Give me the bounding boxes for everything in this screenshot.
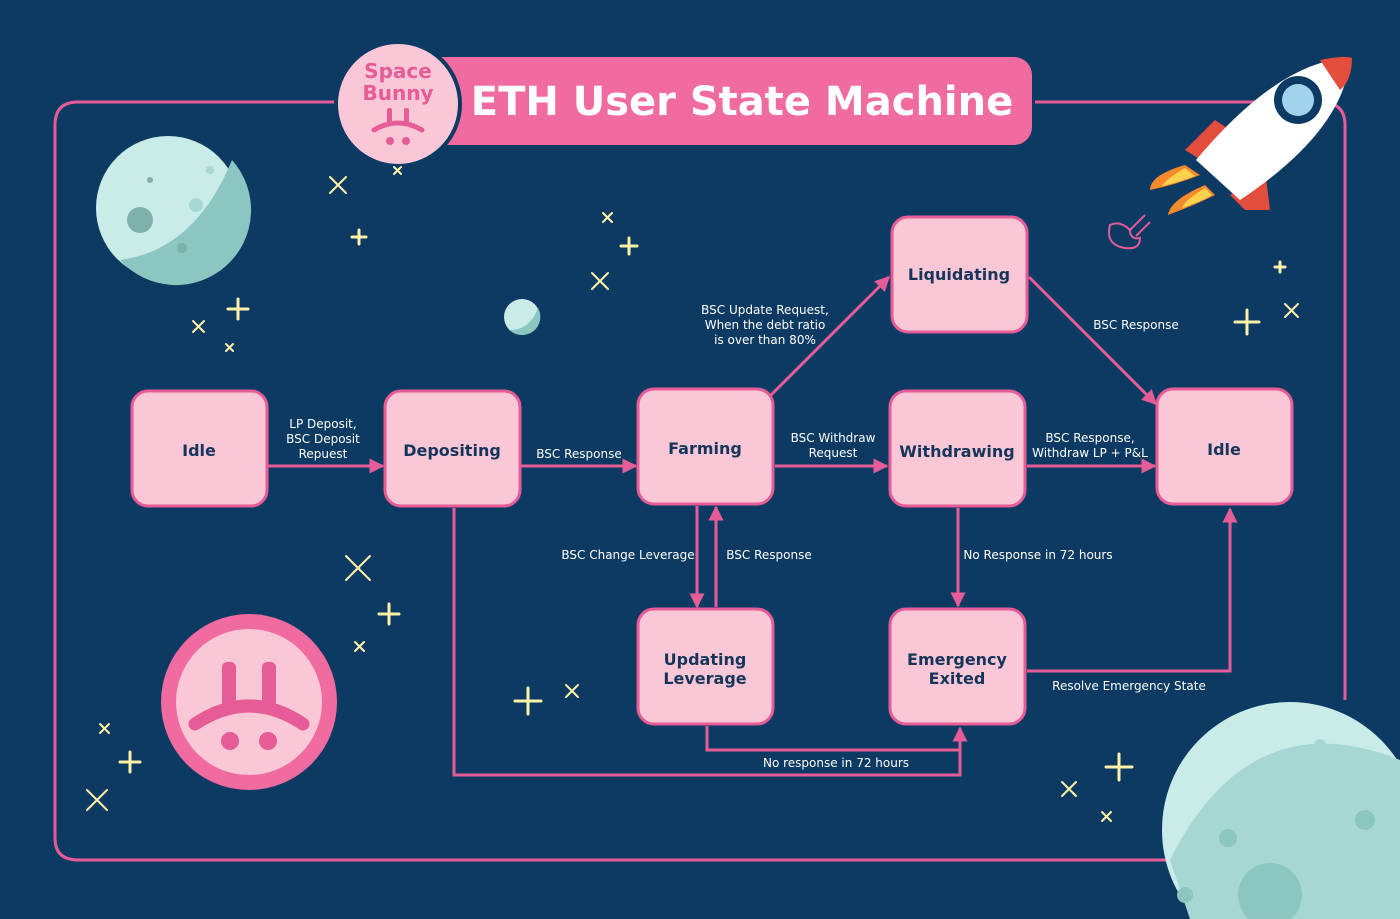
state-idle-start: Idle (130, 389, 269, 508)
state-farming: Farming (636, 387, 775, 506)
label-withdrawing-idle-1: BSC Response, (1045, 431, 1134, 445)
sparkles (118, 228, 1287, 782)
state-label-line2: Leverage (663, 669, 746, 688)
label-withdrawing-idle-2: Withdraw LP + P&L (1032, 446, 1148, 460)
state-label: Idle (182, 441, 216, 460)
label-to-emergency-timeout: No response in 72 hours (763, 756, 909, 770)
state-label-line1: Emergency (907, 650, 1008, 669)
page-title: ETH User State Machine (471, 79, 1013, 125)
label-depositing-farming: BSC Response (536, 447, 621, 461)
label-liquidating-idle: BSC Response (1093, 318, 1178, 332)
state-liquidating: Liquidating (890, 215, 1029, 334)
label-withdrawing-emergency: No Response in 72 hours (963, 548, 1112, 562)
logo-text-line2: Bunny (363, 81, 434, 105)
edge-farming-liquidating (768, 275, 891, 398)
edge-liquidating-idle (1027, 275, 1158, 406)
logo-text-line1: Space (364, 59, 432, 83)
label-farming-liquidating-3: is over than 80% (714, 333, 816, 347)
state-withdrawing: Withdrawing (888, 389, 1027, 508)
state-idle-end: Idle (1155, 387, 1294, 506)
bunny-logo-large (161, 614, 337, 790)
small-moon-icon (504, 299, 541, 335)
label-farming-liquidating-2: When the debt ratio (705, 318, 826, 332)
label-idle-depositing-2: BSC Deposit (286, 432, 360, 446)
state-label: Farming (668, 439, 742, 458)
moon-icon (96, 136, 252, 286)
label-farming-withdrawing-2: Request (809, 446, 858, 460)
state-label-line2: Exited (929, 669, 986, 688)
label-farming-updating: BSC Change Leverage (561, 548, 694, 562)
label-farming-withdrawing-1: BSC Withdraw (791, 431, 876, 445)
label-farming-liquidating-1: BSC Update Request, (701, 303, 829, 317)
state-label: Idle (1207, 440, 1241, 459)
transitions (268, 275, 1238, 777)
label-updating-farming: BSC Response (726, 548, 811, 562)
state-depositing: Depositing (383, 389, 522, 508)
state-updating-leverage: Updating Leverage (636, 607, 775, 726)
state-label-line1: Updating (664, 650, 747, 669)
state-label: Depositing (403, 441, 501, 460)
planet-icon (1162, 702, 1400, 919)
edge-updating-emergency (705, 726, 960, 752)
state-label: Withdrawing (899, 442, 1014, 461)
space-bunny-logo: Space Bunny (334, 40, 462, 168)
label-idle-depositing-1: LP Deposit, (289, 417, 356, 431)
state-label: Liquidating (908, 265, 1010, 284)
star-crosses (86, 166, 1299, 822)
edge-emergency-idle (1027, 507, 1238, 673)
label-idle-depositing-3: Repuest (299, 447, 348, 461)
rocket-icon (1108, 56, 1352, 250)
state-emergency-exited: Emergency Exited (888, 607, 1027, 726)
transition-labels: LP Deposit, BSC Deposit Repuest BSC Resp… (286, 303, 1206, 770)
label-emergency-idle: Resolve Emergency State (1052, 679, 1206, 693)
title-banner: ETH User State Machine (420, 57, 1032, 145)
bunny-icon (371, 108, 425, 145)
